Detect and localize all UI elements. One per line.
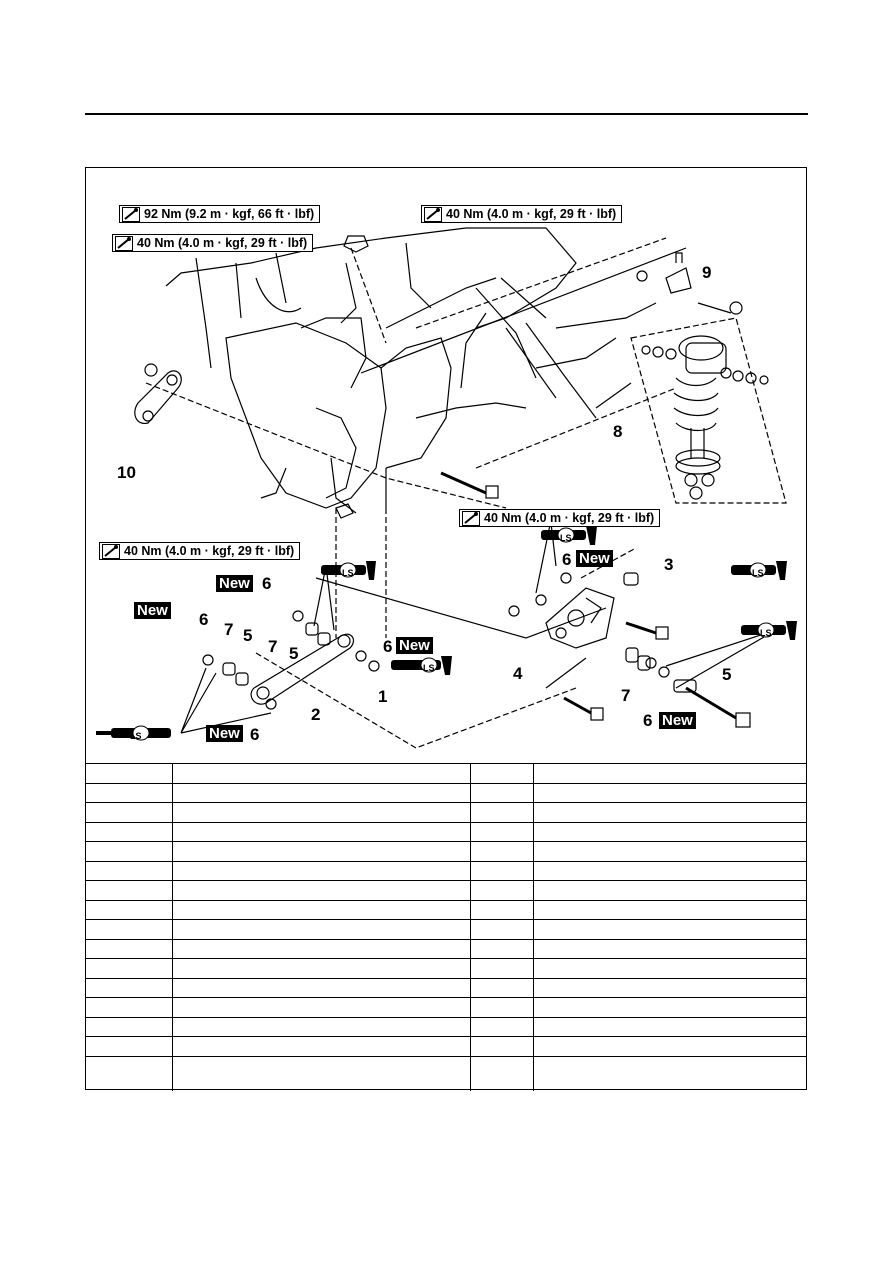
callout-4: 4 <box>513 664 523 683</box>
ls-label: LS <box>130 731 142 741</box>
grease-gun-icon <box>541 526 597 545</box>
torque-wrench-icon <box>115 235 133 251</box>
table-row <box>86 860 806 881</box>
torque-wrench-icon <box>462 510 480 526</box>
table-row <box>86 802 806 822</box>
torque-wrench-icon <box>102 543 120 559</box>
callout-7: 7 <box>268 637 278 656</box>
new-badge: New <box>206 725 243 742</box>
table-row <box>86 977 806 998</box>
callout-6: 6 <box>643 711 653 730</box>
new-badge: New <box>396 637 433 654</box>
table-row <box>86 919 806 939</box>
grease-gun-icon <box>321 561 376 580</box>
table-row <box>86 899 806 920</box>
table-row <box>86 880 806 900</box>
torque-spec-box: 40 Nm (4.0 m · kgf, 29 ft · lbf) <box>112 234 314 252</box>
torque-wrench-icon <box>424 206 442 222</box>
grease-gun-icon <box>731 561 787 580</box>
table-row <box>86 1036 806 1056</box>
table-row <box>86 821 806 842</box>
grease-gun-icon <box>391 656 452 675</box>
ls-label: LS <box>423 663 435 673</box>
grease-gun-icon <box>741 621 797 640</box>
callout-7: 7 <box>621 686 631 705</box>
callout-6: 6 <box>199 610 209 629</box>
parts-table <box>86 763 806 1091</box>
ls-label: LS <box>760 628 772 638</box>
table-row <box>86 841 806 861</box>
new-badge: New <box>659 712 696 729</box>
new-badge: New <box>134 602 171 619</box>
ls-label: LS <box>342 568 354 578</box>
table-row <box>86 782 806 803</box>
callout-3: 3 <box>664 555 674 574</box>
table-row <box>86 997 806 1017</box>
header-rule <box>85 113 808 115</box>
callout-6: 6 <box>262 574 272 593</box>
callout-2: 2 <box>311 705 321 724</box>
diagram-frame: 92 Nm (9.2 m · kgf, 66 ft · lbf) 40 Nm (… <box>85 167 807 1091</box>
torque-spec-box: 40 Nm (4.0 m · kgf, 29 ft · lbf) <box>99 542 301 560</box>
new-badge: New <box>576 550 613 567</box>
table-row <box>86 1055 806 1091</box>
callout-6: 6 <box>250 725 260 744</box>
new-badge: New <box>216 575 253 592</box>
callout-10: 10 <box>117 463 136 482</box>
callout-6: 6 <box>383 637 393 656</box>
callout-6: 6 <box>562 550 572 569</box>
callout-5: 5 <box>289 644 299 663</box>
callout-5: 5 <box>243 626 253 645</box>
torque-spec-box: 40 Nm (4.0 m · kgf, 29 ft · lbf) <box>421 205 623 223</box>
callout-5: 5 <box>722 665 732 684</box>
torque-wrench-icon <box>122 206 140 222</box>
torque-spec-box: 40 Nm (4.0 m · kgf, 29 ft · lbf) <box>459 509 661 527</box>
torque-spec-box: 92 Nm (9.2 m · kgf, 66 ft · lbf) <box>119 205 321 223</box>
table-row <box>86 1016 806 1037</box>
callout-9: 9 <box>702 263 712 282</box>
callout-8: 8 <box>613 422 623 441</box>
ls-label: LS <box>752 568 764 578</box>
grease-gun-icon <box>96 725 171 741</box>
rear-suspension-exploded-diagram <box>96 227 797 749</box>
callout-1: 1 <box>378 687 388 706</box>
table-row <box>86 958 806 978</box>
table-row <box>86 938 806 959</box>
ls-label: LS <box>560 533 572 543</box>
table-row <box>86 763 806 783</box>
callout-7: 7 <box>224 620 234 639</box>
